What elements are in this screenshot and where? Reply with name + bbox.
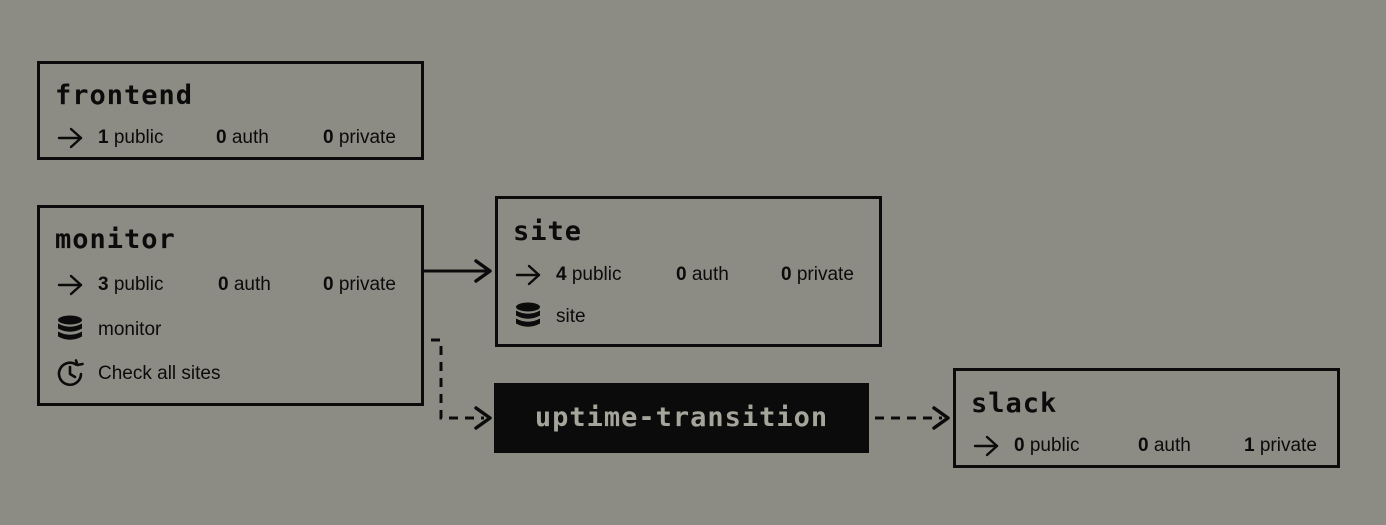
database-icon [56, 315, 86, 344]
clock-icon [56, 359, 86, 388]
edge-arrowhead-monitor-site [474, 259, 492, 283]
arrow-right-icon [514, 261, 544, 289]
database-icon [514, 302, 544, 331]
service-title: monitor [55, 224, 176, 255]
edge-arrowhead-monitor-uptime-transition [474, 406, 492, 430]
service-node-slack[interactable]: slack 0 public 0 auth 1 private [953, 368, 1340, 468]
database-name: site [556, 306, 586, 327]
cron-job-name: Check all sites [98, 363, 221, 384]
public-endpoints: 3 public [98, 274, 164, 295]
private-endpoints: 0 private [323, 274, 396, 295]
pubsub-topic-uptime-transition[interactable]: uptime-transition [494, 383, 869, 453]
public-endpoints: 4 public [556, 264, 622, 285]
service-node-site[interactable]: site 4 public 0 auth 0 private site [495, 196, 882, 347]
service-node-frontend[interactable]: frontend 1 public 0 auth 0 private [37, 61, 424, 160]
auth-endpoints: 0 auth [218, 274, 271, 295]
auth-endpoints: 0 auth [216, 127, 269, 148]
service-node-monitor[interactable]: monitor 3 public 0 auth 0 private monito… [37, 205, 424, 406]
private-endpoints: 1 private [1244, 435, 1317, 456]
private-endpoints: 0 private [781, 264, 854, 285]
database-name: monitor [98, 319, 162, 340]
public-endpoints: 0 public [1014, 435, 1080, 456]
edge-monitor-uptime-transition [431, 338, 484, 420]
auth-endpoints: 0 auth [676, 264, 729, 285]
public-endpoints: 1 public [98, 127, 164, 148]
arrow-right-icon [56, 271, 86, 299]
service-title: site [513, 216, 583, 247]
edge-arrowhead-uptime-transition-slack [932, 406, 950, 430]
arrow-right-icon [972, 432, 1002, 460]
auth-endpoints: 0 auth [1138, 435, 1191, 456]
arrow-right-icon [56, 124, 86, 152]
service-title: frontend [55, 80, 194, 111]
service-title: slack [971, 388, 1058, 419]
private-endpoints: 0 private [323, 127, 396, 148]
